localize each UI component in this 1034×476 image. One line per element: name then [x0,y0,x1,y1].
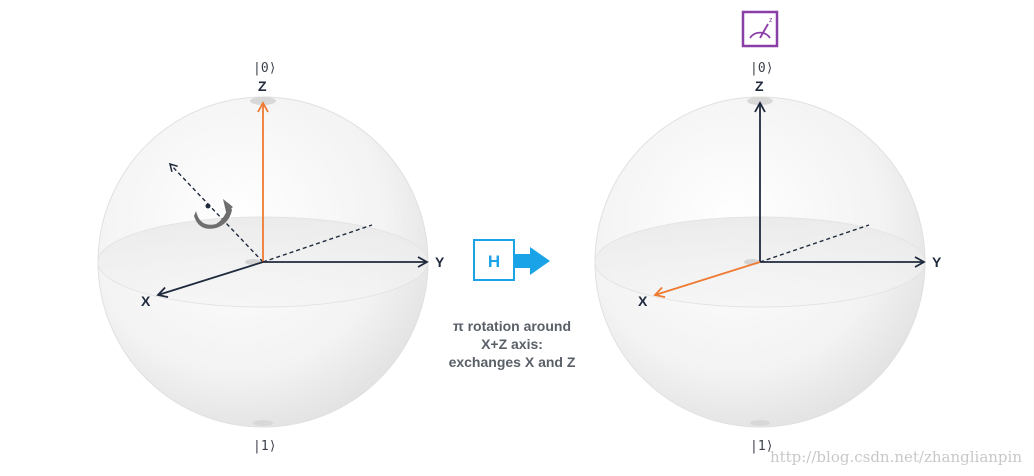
hadamard-gate: H [473,239,550,281]
caption-line-1: π rotation around [453,318,571,334]
right-y-label: Y [932,254,942,270]
gate-label: H [488,252,500,271]
svg-text:z: z [769,17,773,24]
caption-line-3: exchanges X and Z [449,354,576,370]
right-x-axis-line [653,261,761,298]
left-x-label: X [141,293,151,309]
right-bloch-sphere: |0⟩ Z Y X |1⟩ [594,61,942,454]
arrow-right-icon [514,247,550,275]
left-neg-y-axis-line [262,224,373,263]
right-neg-y-axis-line [759,224,870,263]
left-bloch-sphere: |0⟩ Z Y X |1⟩ [97,61,445,454]
watermark-text: http://blog.csdn.net/zhanglianpin [770,448,1022,466]
left-z-label: Z [258,78,267,94]
rotation-icon [194,199,233,229]
rotation-axis-line [168,162,264,263]
left-x-axis-line [156,261,264,298]
measurement-meter-icon: z [741,10,779,48]
left-ket-zero: |0⟩ [253,61,276,76]
left-ket-one: |1⟩ [253,439,276,454]
left-y-label: Y [435,254,445,270]
right-ket-one: |1⟩ [750,439,773,454]
caption-line-2: X+Z axis: [481,336,543,352]
right-ket-zero: |0⟩ [750,61,773,76]
right-x-label: X [638,293,648,309]
right-z-label: Z [755,78,764,94]
